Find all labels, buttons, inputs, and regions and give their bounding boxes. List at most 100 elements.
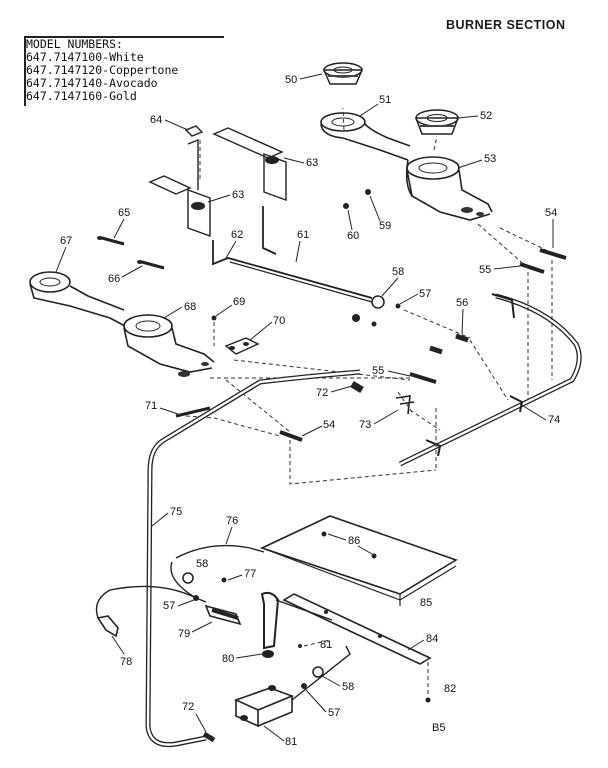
model-line: 647.7147140-Avocado	[26, 76, 158, 90]
screw-77	[221, 577, 227, 583]
fitting-58	[371, 295, 385, 309]
leader-81	[303, 639, 331, 647]
part-number: 69	[233, 296, 245, 308]
part-number: 54	[545, 207, 557, 219]
fitting-56	[455, 333, 469, 343]
part-number: 75	[170, 506, 182, 518]
part-number: 68	[184, 301, 196, 313]
part-number: 57	[163, 600, 175, 612]
tee-73	[395, 395, 415, 415]
part-number: 58	[196, 558, 208, 570]
model-line: 647.7147120-Coppertone	[26, 63, 179, 77]
orifice-54	[539, 248, 567, 260]
pin-65	[97, 236, 125, 246]
fitting-58c	[182, 572, 194, 584]
regulator-tube	[291, 645, 351, 701]
part-number: 80	[222, 653, 234, 665]
part-number: 57	[419, 288, 431, 300]
orifice-55b	[409, 372, 437, 384]
burner-assembly-right	[320, 112, 493, 221]
tube-75	[145, 369, 361, 748]
part-number: 59	[379, 220, 391, 232]
regulator-82	[233, 685, 295, 728]
fitting-56b	[429, 345, 443, 355]
screw-86b	[371, 553, 377, 559]
part-number: 58	[392, 266, 404, 278]
baffle-85	[259, 515, 458, 606]
screw-81	[298, 644, 302, 648]
assembly-leader-lines	[185, 107, 553, 485]
nut-57c	[193, 595, 199, 601]
pilot-bracket-left	[148, 138, 211, 237]
screw-83	[425, 697, 431, 703]
part-number: 78	[120, 656, 132, 668]
part-number: 51	[379, 94, 391, 106]
burner-cap-50	[322, 62, 364, 85]
orifice-54b	[279, 430, 303, 442]
fitting-72b	[202, 731, 216, 743]
part-number: 84	[426, 633, 438, 645]
part-number: 52	[480, 110, 492, 122]
part-number: 81	[285, 736, 297, 748]
part-number: 74	[548, 414, 560, 426]
part-number: 64	[150, 114, 162, 126]
part-number: 60	[347, 230, 359, 242]
part-number: 55	[372, 365, 384, 377]
part-number: 54	[323, 419, 335, 431]
thermostat-bulb-78	[96, 615, 119, 638]
rail-84	[282, 593, 432, 665]
part-number: 61	[297, 229, 309, 241]
page-reference: B5	[432, 722, 446, 734]
part-number: 72	[316, 387, 328, 399]
part-number: 77	[244, 568, 256, 580]
part-number: 62	[231, 229, 243, 241]
screw-86	[321, 531, 327, 537]
burner-assembly-left	[29, 271, 215, 377]
fitting-58b	[352, 314, 360, 322]
pilot-bracket-right	[212, 127, 287, 201]
part-number: 66	[108, 273, 120, 285]
part-labels: 50 51 52 53 54 55 56 57 58 59 60 61 62	[55, 73, 560, 748]
part-number: 70	[273, 315, 285, 327]
part-number: 57	[328, 707, 340, 719]
screw-60	[343, 203, 349, 209]
model-line: 647.7147100-White	[26, 50, 144, 64]
nut-57d	[301, 683, 307, 689]
burner-cap-52	[414, 109, 460, 135]
part-number: 73	[359, 419, 371, 431]
part-number: 79	[178, 628, 190, 640]
part-number: 58	[342, 681, 354, 693]
bracket-70	[224, 337, 260, 355]
model-line: 647.7147160-Gold	[26, 89, 137, 103]
model-numbers-bracket	[24, 36, 224, 106]
manifold-74	[398, 293, 582, 467]
pin-66	[137, 260, 165, 270]
valve-79	[204, 604, 242, 626]
part-number: 81	[320, 639, 332, 651]
clip-71	[175, 406, 211, 418]
part-number: 76	[226, 515, 238, 527]
part-number: 56	[456, 297, 468, 309]
tube-76	[95, 544, 265, 619]
part-number: 67	[60, 235, 72, 247]
section-title: BURNER SECTION	[446, 18, 566, 32]
part-number: 82	[444, 683, 456, 695]
nut-57b	[371, 321, 377, 327]
orifice-55	[519, 262, 545, 274]
fitting-58d	[312, 666, 324, 678]
model-heading: MODEL NUMBERS:	[26, 37, 123, 51]
part-number: 86	[348, 535, 360, 547]
part-number: 85	[420, 597, 432, 609]
part-number: 53	[484, 153, 496, 165]
part-number: 65	[118, 207, 130, 219]
part-number: 72	[182, 701, 194, 713]
nut-57	[395, 303, 401, 309]
oven-burner-80	[260, 591, 333, 658]
clip-64	[184, 125, 204, 137]
pilot-tubes	[212, 206, 373, 303]
screw-69	[211, 315, 217, 321]
part-number: 63	[306, 157, 318, 169]
part-number: 50	[285, 74, 297, 86]
